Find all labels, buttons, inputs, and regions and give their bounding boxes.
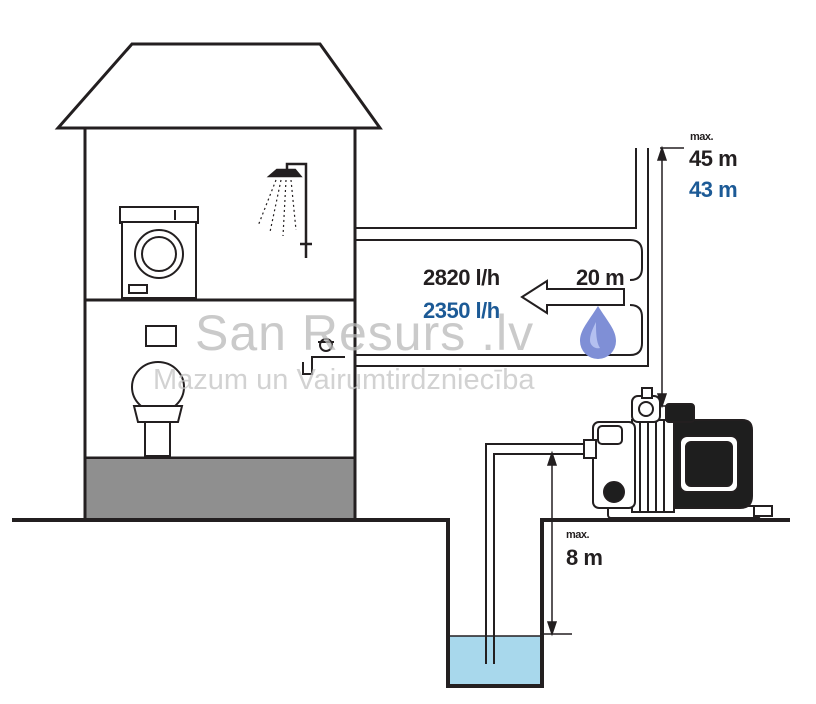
height-at-flow: 20 m (576, 265, 625, 290)
washing-machine-icon (119, 206, 199, 299)
flow-rate-2: 2350 l/h (423, 298, 500, 323)
suction-pipe (485, 443, 590, 664)
ground (12, 518, 790, 688)
watermark-subtitle: Mazum un Vairumtirdzniecība (153, 364, 535, 396)
max-head-dimension (645, 145, 684, 409)
supply-pipes (355, 148, 649, 367)
flow-rate-1: 2820 l/h (423, 265, 500, 290)
max-suction-dimension (540, 450, 572, 637)
watermark-title: San Resurs .lv (195, 305, 535, 361)
flow-arrow (520, 279, 625, 315)
max-suction-prefix: max. (566, 529, 590, 541)
max-head-value-2: 43 m (689, 177, 738, 202)
house (54, 42, 383, 518)
shower-icon (257, 162, 312, 258)
pump-icon (583, 387, 773, 519)
wall-cabinet (145, 325, 177, 347)
max-suction-value: 8 m (566, 545, 603, 570)
max-head-value-1: 45 m (689, 146, 738, 171)
water-drop-icon (580, 306, 616, 359)
toilet-icon (131, 361, 185, 457)
faucet-icon (302, 338, 345, 375)
max-head-prefix: max. (690, 131, 714, 143)
basement (85, 460, 355, 518)
